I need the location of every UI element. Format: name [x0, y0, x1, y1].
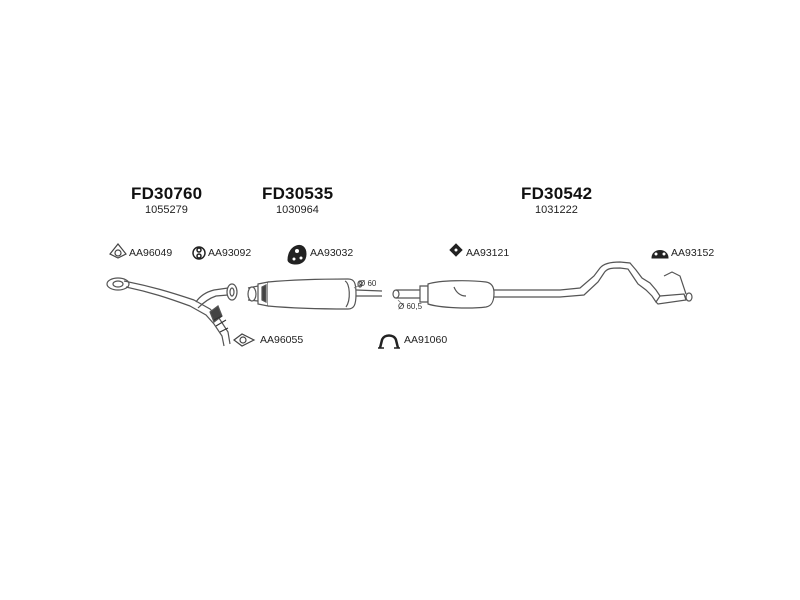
dimension-leaders [353, 283, 405, 307]
rubber-mount-icon [449, 243, 463, 257]
centre-silencer [247, 278, 383, 310]
rear-silencer [392, 261, 693, 309]
section-code-rear-silencer: FD30542 [521, 184, 593, 203]
oe-number-front-pipe: 1055279 [145, 204, 188, 216]
accessory-label: AA93092 [208, 247, 252, 259]
accessory-label: AA91060 [404, 334, 448, 346]
accessory-label: AA93032 [310, 247, 354, 259]
front-pipe [106, 277, 238, 347]
accessory-label: AA96055 [260, 334, 304, 346]
flange-gasket-icon [109, 243, 127, 259]
rubber-hanger-icon [651, 250, 669, 259]
accessory-label: AA93152 [671, 247, 715, 259]
section-code-centre-silencer: FD30535 [262, 184, 334, 203]
flange-gasket-icon [233, 333, 256, 347]
section-code-front-pipe: FD30760 [131, 184, 203, 203]
oe-number-centre-silencer: 1030964 [276, 204, 319, 216]
accessory-label: AA96049 [129, 247, 173, 259]
accessory-label: AA93121 [466, 247, 510, 259]
oe-number-rear-silencer: 1031222 [535, 204, 578, 216]
dimension-label: Ø 60,5 [398, 302, 423, 311]
rubber-hanger-icon [287, 245, 307, 265]
u-clamp-icon [378, 334, 400, 349]
dimension-label: Ø 60 [359, 279, 377, 288]
rubber-mount-icon [192, 246, 206, 260]
